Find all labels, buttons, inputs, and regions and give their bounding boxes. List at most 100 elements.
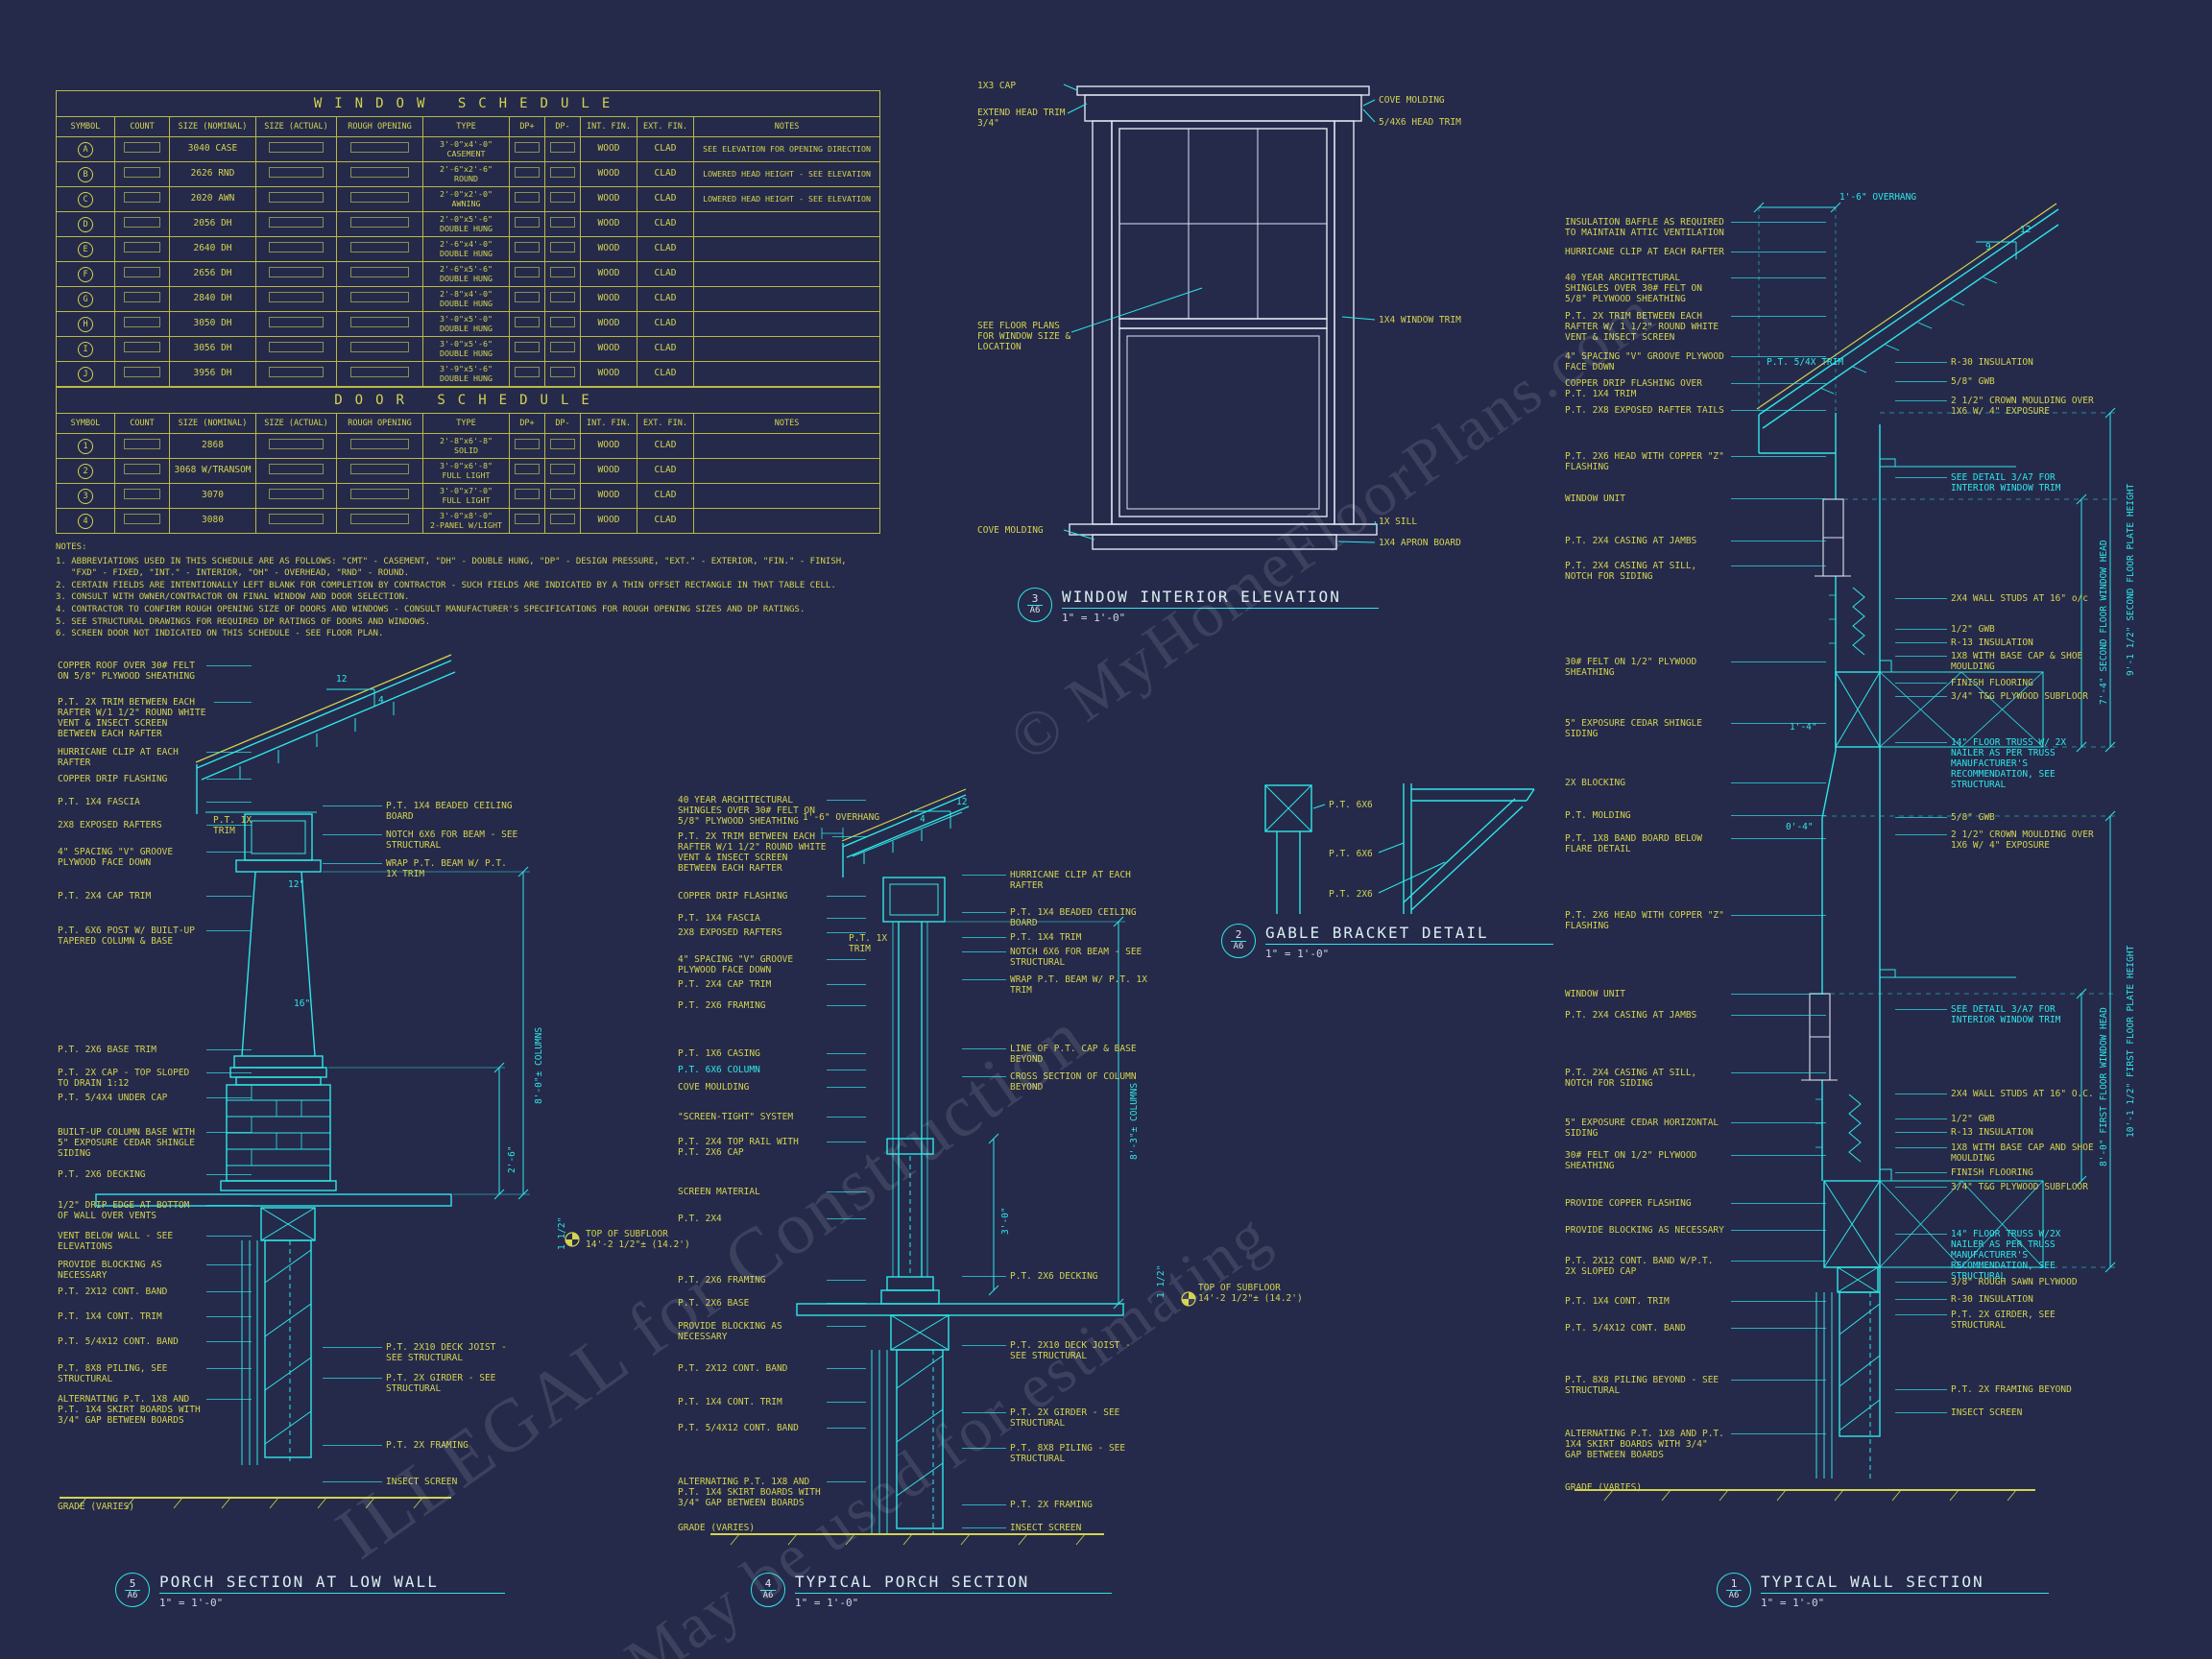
leader-line xyxy=(1731,1122,1826,1123)
callout-label: R-13 INSULATION xyxy=(1951,637,2033,648)
blank-field-box xyxy=(123,242,161,253)
leader-line xyxy=(1731,915,1826,916)
callout-label: 1 1/2" xyxy=(1156,1264,1166,1298)
schedule-header-cell: EXT. FIN. xyxy=(637,413,694,434)
leader-line xyxy=(1731,1203,1826,1204)
schedule-header-cell: COUNT xyxy=(114,413,170,434)
schedule-cell: CLAD xyxy=(637,311,694,337)
detail-number: 3 xyxy=(1026,592,1044,607)
blank-field-box xyxy=(349,439,410,450)
schedule-cell xyxy=(255,458,337,484)
detail-title-text: TYPICAL WALL SECTION xyxy=(1761,1573,2049,1594)
schedule-cell: 3080 xyxy=(169,508,256,534)
leader-line xyxy=(1895,1132,1947,1133)
schedule-cell: 1 xyxy=(56,433,115,459)
callout-label: COVE MOLDING xyxy=(977,525,1044,536)
schedule-cell: 2'-8"x6'-8" SOLID xyxy=(422,433,510,459)
schedule-symbol: I xyxy=(78,341,93,357)
leader-line xyxy=(1895,742,1947,743)
detail-bubble: 3 A6 xyxy=(1018,588,1052,622)
leader-line xyxy=(1731,815,1826,816)
blank-field-box xyxy=(268,242,325,253)
schedule-cell: 2868 xyxy=(169,433,256,459)
schedule-cell: WOOD xyxy=(580,336,637,362)
schedule-cell: B xyxy=(56,161,115,187)
schedule-cell xyxy=(255,161,337,187)
leader-line xyxy=(1731,277,1826,278)
callout-label: P.T. 2X6 FRAMING xyxy=(678,1275,766,1286)
callout-label: 2X BLOCKING xyxy=(1565,778,1625,788)
door-schedule-title: DOOR SCHEDULE xyxy=(55,387,881,414)
callout-label: SCREEN MATERIAL xyxy=(678,1187,760,1197)
schedule-cell xyxy=(336,136,423,162)
detail-title-text: GABLE BRACKET DETAIL xyxy=(1265,924,1553,945)
leader-line xyxy=(1731,1328,1826,1329)
blank-field-box xyxy=(268,317,325,328)
callout-label: 30# FELT ON 1/2" PLYWOOD SHEATHING xyxy=(1565,1150,1697,1172)
blank-field-box xyxy=(515,514,540,525)
leader-line xyxy=(827,1280,866,1281)
blank-field-box xyxy=(123,367,161,378)
schedule-cell: CLAD xyxy=(637,433,694,459)
leader-line xyxy=(1895,1234,1947,1235)
leader-line xyxy=(827,1117,866,1118)
callout-label: 12" xyxy=(288,879,305,890)
leader-line xyxy=(1895,1299,1947,1300)
detail-scale: 1" = 1'-0" xyxy=(1761,1597,1825,1609)
callout-label: P.T. 1X6 CASING xyxy=(678,1048,760,1059)
blank-field-box xyxy=(123,439,161,450)
leader-line xyxy=(206,1205,252,1206)
leader-line xyxy=(962,1076,1006,1077)
callout-label: P.T. 5/4X12 CONT. BAND xyxy=(58,1336,179,1347)
callout-label: COVE MOULDING xyxy=(678,1082,750,1093)
callout-label: 1'-4" xyxy=(1790,722,1817,733)
schedule-header-cell: NOTES xyxy=(692,116,881,137)
schedule-cell xyxy=(692,433,881,459)
leader-line xyxy=(206,1097,252,1098)
callout-label: LINE OF P.T. CAP & BASE BEYOND xyxy=(1010,1044,1137,1066)
leader-line xyxy=(323,1378,382,1379)
schedule-cell xyxy=(336,336,423,362)
schedule-cell xyxy=(509,186,545,212)
callout-label: BUILT-UP COLUMN BASE WITH 5" EXPOSURE CE… xyxy=(58,1127,195,1160)
blank-field-box xyxy=(550,242,575,253)
leader-line xyxy=(206,930,252,931)
schedule-symbol: D xyxy=(78,216,93,232)
leader-line xyxy=(1895,1147,1947,1148)
blank-field-box xyxy=(268,514,325,525)
leader-line xyxy=(206,1132,252,1133)
blank-field-box xyxy=(268,217,325,228)
schedule-header-cell: DP- xyxy=(544,413,581,434)
schedule-cell xyxy=(509,261,545,287)
schedule-header-cell: INT. FIN. xyxy=(580,413,637,434)
blank-field-box xyxy=(123,464,161,475)
schedule-header-cell: SIZE (ACTUAL) xyxy=(255,116,337,137)
callout-label: 3'-0" xyxy=(1000,1207,1011,1235)
blank-field-box xyxy=(515,267,540,278)
callout-label: P.T. 1X4 CONT. TRIM xyxy=(58,1311,162,1322)
leader-line xyxy=(206,1236,252,1237)
blank-field-box xyxy=(515,217,540,228)
schedule-header-cell: DP+ xyxy=(509,116,545,137)
callout-label: 1X4 WINDOW TRIM xyxy=(1379,315,1461,325)
schedule-cell xyxy=(336,433,423,459)
schedule-cell xyxy=(544,361,581,387)
callout-label: P.T. 6X6 xyxy=(1329,800,1373,810)
blank-field-box xyxy=(349,489,410,500)
callout-label: WINDOW UNIT xyxy=(1565,989,1625,999)
callout-label: HURRICANE CLIP AT EACH RAFTER xyxy=(58,747,179,769)
schedule-cell: 3'-0"x6'-8" FULL LIGHT xyxy=(422,458,510,484)
schedule-symbol: 1 xyxy=(78,438,93,454)
blank-field-box xyxy=(268,267,325,278)
leader-line xyxy=(827,1481,866,1482)
leader-line xyxy=(1895,629,1947,630)
leader-line xyxy=(1895,642,1947,643)
blank-field-box xyxy=(268,439,325,450)
schedule-header-cell: SIZE (ACTUAL) xyxy=(255,413,337,434)
leader-line xyxy=(962,912,1006,913)
callout-label: COPPER ROOF OVER 30# FELT ON 5/8" PLYWOO… xyxy=(58,661,195,683)
blank-field-box xyxy=(515,192,540,204)
leader-line xyxy=(1731,1230,1826,1231)
